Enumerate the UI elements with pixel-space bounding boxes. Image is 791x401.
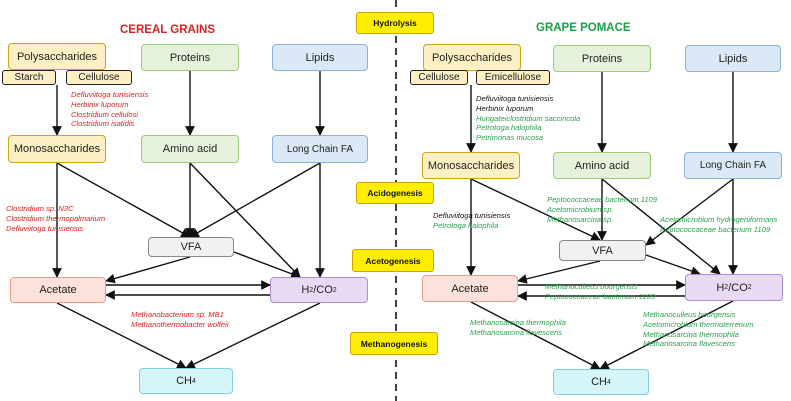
right-polysaccharides-node: Polysaccharides: [423, 44, 521, 71]
right-cellulose-node: Cellulose: [410, 70, 468, 85]
left-acidogenesis-organisms: Clostridium sp. N3C Clostridium thermopa…: [6, 204, 105, 233]
organism-label: Defluviitoga tunisiensis: [71, 90, 149, 99]
right-lipids-node: Lipids: [685, 45, 781, 72]
organism-label: Defluviitoga tunisiensis: [433, 211, 511, 220]
right-long-chain-fa-node: Long Chain FA: [684, 152, 782, 179]
grape-pomace-title: GRAPE POMACE: [536, 22, 631, 34]
flow-arrow: [105, 256, 191, 284]
right-acetate-node: Acetate: [422, 275, 518, 302]
right-amino-vfa-organisms: Peptococcaceae bacterium 1109 Acetomicro…: [547, 195, 657, 224]
flow-arrow: [470, 178, 601, 241]
stage-hydrolysis: Hydrolysis: [356, 12, 434, 34]
organism-label: Hungateiclostridium saccincola: [476, 113, 581, 123]
organism-label: Acetomicrobium sp.: [547, 204, 614, 214]
flow-arrow: [189, 162, 321, 238]
flow-arrow: [599, 300, 734, 370]
organism-label: Herbinix luporum: [476, 103, 534, 113]
organism-label: Methanosarcina flavescens: [643, 339, 736, 349]
flow-arrow: [470, 301, 601, 370]
organism-label: Methanobacterium sp. MB1: [131, 310, 224, 319]
organism-label: Peptococcaceae bacterium 1109: [545, 291, 656, 301]
organism-label: Acetomicrobium thermoterrenum: [643, 319, 754, 329]
left-amino-acid-node: Amino acid: [141, 135, 239, 163]
right-amino-acid-node: Amino acid: [553, 152, 651, 179]
organism-label: Petrimonas mucosa: [476, 133, 544, 143]
left-polysaccharides-node: Polysaccharides: [8, 43, 106, 70]
left-cellulose-node: Cellulose: [66, 70, 132, 85]
flow-arrow: [233, 251, 301, 279]
stage-acetogenesis: Acetogenesis: [352, 249, 434, 272]
left-proteins-node: Proteins: [141, 44, 239, 71]
right-mono-vfa-organisms: Defluviitoga tunisiensis Petrotoga halop…: [433, 211, 510, 231]
left-long-chain-fa-node: Long Chain FA: [272, 135, 368, 163]
organism-label: Clostridium thermopalmarium: [6, 213, 106, 223]
right-acetate-ch4-organisms: Methanosarcina thermophila Methanosarcin…: [470, 318, 566, 338]
right-monosaccharides-node: Monosaccharides: [422, 152, 520, 179]
flow-arrow: [645, 254, 701, 276]
organism-label: Methanosarcina flavescens: [470, 327, 563, 337]
organism-label: Methanoculleus bourgensis: [545, 282, 638, 291]
organism-label: Defluviitoga tunisiensis: [476, 94, 554, 103]
organism-label: Defluviitoga tunisiensis: [6, 223, 84, 233]
left-hydrolysis-organisms: Defluviitoga tunisiensis Herbinix luporu…: [71, 90, 148, 129]
organism-label: Methanosarcina sp.: [547, 214, 614, 224]
stage-methanogenesis: Methanogenesis: [350, 332, 438, 355]
right-proteins-node: Proteins: [553, 45, 651, 72]
organism-label: Peptococcaceae bacterium 1109: [660, 224, 771, 234]
left-starch-node: Starch: [2, 70, 56, 85]
left-monosaccharides-node: Monosaccharides: [8, 135, 106, 163]
organism-label: Methanothermobacter wolfeii: [131, 319, 229, 329]
left-lipids-node: Lipids: [272, 44, 368, 71]
flow-arrow: [56, 302, 187, 369]
flow-arrow: [645, 178, 734, 246]
right-vfa-node: VFA: [559, 240, 646, 261]
right-emicellulose-node: Emicellulose: [476, 70, 550, 85]
right-h2-ch4-organisms: Methanoculleus bourgensis Acetomicrobium…: [643, 310, 754, 349]
stage-acidogenesis: Acidogenesis: [356, 182, 434, 204]
left-acetate-node: Acetate: [10, 277, 106, 303]
organism-label: Clostridium isatidis: [71, 119, 135, 129]
left-methanogenesis-organisms: Methanobacterium sp. MB1 Methanothermoba…: [131, 310, 229, 330]
flow-arrow: [56, 162, 191, 238]
right-hydrolysis-organisms: Defluviitoga tunisiensis Herbinix luporu…: [476, 94, 580, 143]
organism-label: Herbinix luporum: [71, 99, 129, 109]
organism-label: Methanosarcina thermophila: [643, 329, 739, 339]
organism-label: Petrotoga halophila: [433, 220, 499, 230]
organism-label: Methanoculleus bourgensis: [643, 310, 736, 319]
right-acetate-h2-organisms: Methanoculleus bourgensis Peptococcaceae…: [545, 282, 655, 302]
organism-label: Methanosarcina thermophila: [470, 318, 566, 327]
right-lcfa-organisms: Acetomicrobium hydrogeniformans Peptococ…: [660, 215, 777, 235]
organism-label: Petrotoga halophila: [476, 123, 542, 133]
organism-label: Peptococcaceae bacterium 1109: [547, 195, 658, 204]
left-vfa-node: VFA: [148, 237, 234, 257]
flow-arrow: [601, 178, 721, 275]
flow-arrow: [189, 162, 301, 278]
organism-label: Clostridium cellulosi: [71, 109, 139, 119]
cereal-grains-title: CEREAL GRAINS: [120, 24, 215, 36]
organism-label: Clostridium sp. N3C: [6, 204, 74, 213]
flow-arrow: [185, 302, 321, 369]
flow-arrow: [517, 260, 601, 284]
organism-label: Acetomicrobium hydrogeniformans: [660, 215, 778, 224]
